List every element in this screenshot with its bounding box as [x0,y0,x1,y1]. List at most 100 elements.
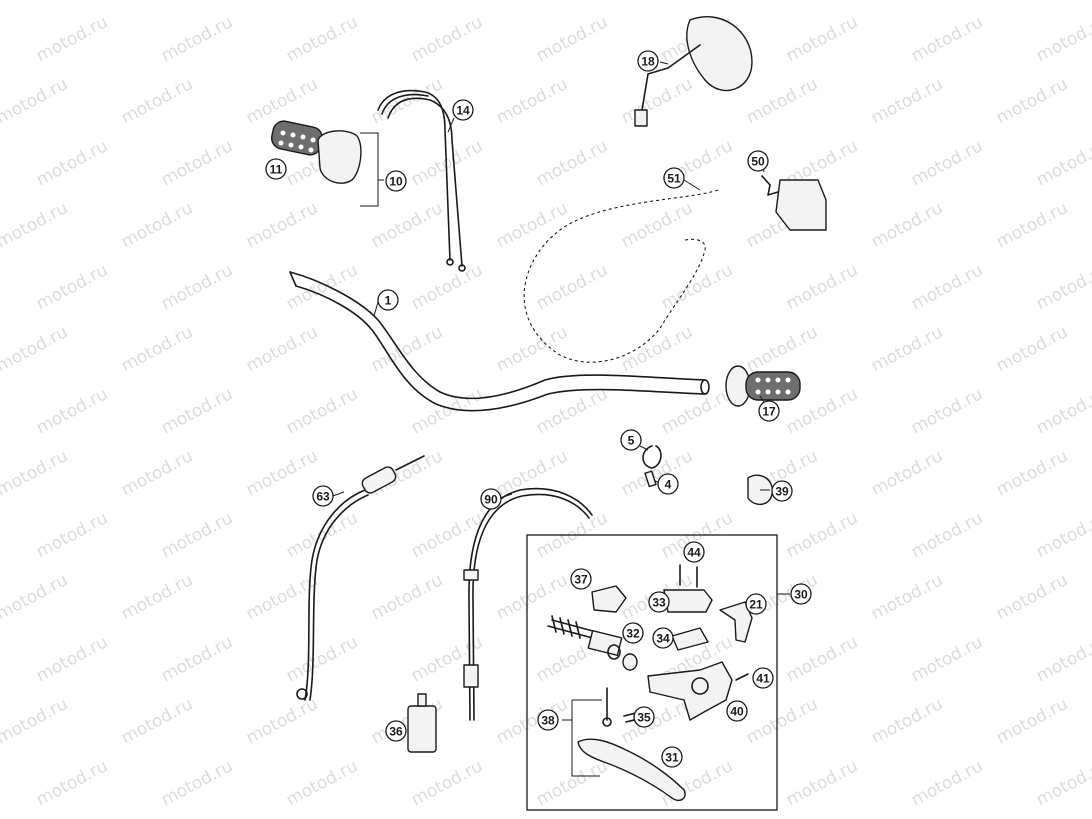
watermark-text: motod.ru [0,0,71,4]
watermark-text: motod.ru [283,508,361,562]
watermark-text: motod.ru [868,694,946,748]
callout-label: 4 [665,478,672,492]
watermark-text: motod.ru [783,632,861,686]
watermark-text: motod.ru [908,632,986,686]
watermark-text: motod.ru [993,322,1071,376]
pin [644,470,657,488]
callout-18: 18 [637,50,659,72]
assembly-group-frame [526,534,778,811]
watermark-text: motod.ru [283,12,361,66]
watermark-text: motod.ru [533,260,611,314]
callout-circle [312,485,334,507]
callout-circle [633,706,655,728]
watermark-text: motod.ru [368,0,446,4]
watermark-text: motod.ru [743,74,821,128]
watermark-text: motod.ru [158,384,236,438]
watermark-text: motod.ru [993,74,1071,128]
watermark-text: motod.ru [408,508,486,562]
callout-circle [620,429,642,451]
callout-label: 50 [751,155,765,169]
callout-circle [661,746,683,768]
watermark-text: motod.ru [908,12,986,66]
watermark-text: motod.ru [993,0,1071,4]
watermark-text: motod.ru [783,756,861,810]
callout-label: 40 [730,705,744,719]
watermark-text: motod.ru [743,694,821,748]
callout-circle [637,50,659,72]
watermark-text: motod.ru [118,198,196,252]
callout-label: 10 [389,175,403,189]
watermark-text: motod.ru [408,756,486,810]
callout-21: 21 [745,593,767,615]
watermark-text: motod.ru [658,260,736,314]
watermark-text: motod.ru [0,322,71,376]
handlebar [289,271,710,412]
callout-label: 5 [628,434,635,448]
watermark-text: motod.ru [618,74,696,128]
callout-label: 34 [656,632,670,646]
watermark-text: motod.ru [868,74,946,128]
watermark-text: motod.ru [283,756,361,810]
callout-label: 39 [775,485,789,499]
callout-30: 30 [790,583,812,605]
watermark-text: motod.ru [0,74,71,128]
callout-circle [648,591,670,613]
watermark-text: motod.ru [33,384,111,438]
watermark-text: motod.ru [1033,632,1092,686]
bracket-10 [360,132,384,207]
callout-label: 44 [687,546,701,560]
callout-label: 41 [756,672,770,686]
callout-35: 35 [633,706,655,728]
callout-circle [480,488,502,510]
callout-circle [726,700,748,722]
callout-51: 51 [663,167,685,189]
watermark-text: motod.ru [1033,12,1092,66]
grease-tube [407,693,437,753]
watermark-text: motod.ru [993,694,1071,748]
watermark-text: motod.ru [493,74,571,128]
watermark-text: motod.ru [493,0,571,4]
watermark-text: motod.ru [618,198,696,252]
watermark-text: motod.ru [243,198,321,252]
watermark-text: motod.ru [33,756,111,810]
watermark-text: motod.ru [743,322,821,376]
watermark-text: motod.ru [533,12,611,66]
callout-circle [622,622,644,644]
callout-circle [570,568,592,590]
callout-label: 37 [574,573,588,587]
callout-label: 31 [665,751,679,765]
watermark-text: motod.ru [33,12,111,66]
watermark-text: motod.ru [493,322,571,376]
watermark-text: motod.ru [1033,260,1092,314]
callout-4: 4 [657,473,679,495]
callout-circle [752,667,774,689]
mirror [634,15,753,127]
callout-39: 39 [771,480,793,502]
watermark-text: motod.ru [868,0,946,4]
watermark-text: motod.ru [618,322,696,376]
callout-circle [790,583,812,605]
callout-5: 5 [620,429,642,451]
watermark-text: motod.ru [33,508,111,562]
callout-label: 33 [652,596,666,610]
callout-41: 41 [752,667,774,689]
callout-label: 30 [794,588,808,602]
callout-38: 38 [537,709,559,731]
callout-33: 33 [648,591,670,613]
callout-label: 1 [385,294,392,308]
callout-circle [745,593,767,615]
watermark-text: motod.ru [283,384,361,438]
callout-90: 90 [480,488,502,510]
watermark-text: motod.ru [33,260,111,314]
callout-63: 63 [312,485,334,507]
watermark-text: motod.ru [243,0,321,4]
callout-label: 17 [762,405,776,419]
watermark-text: motod.ru [243,694,321,748]
watermark-text: motod.ru [533,136,611,190]
watermark-text: motod.ru [993,446,1071,500]
callout-circle [758,400,780,422]
watermark-text: motod.ru [368,570,446,624]
left-grip [725,365,801,407]
